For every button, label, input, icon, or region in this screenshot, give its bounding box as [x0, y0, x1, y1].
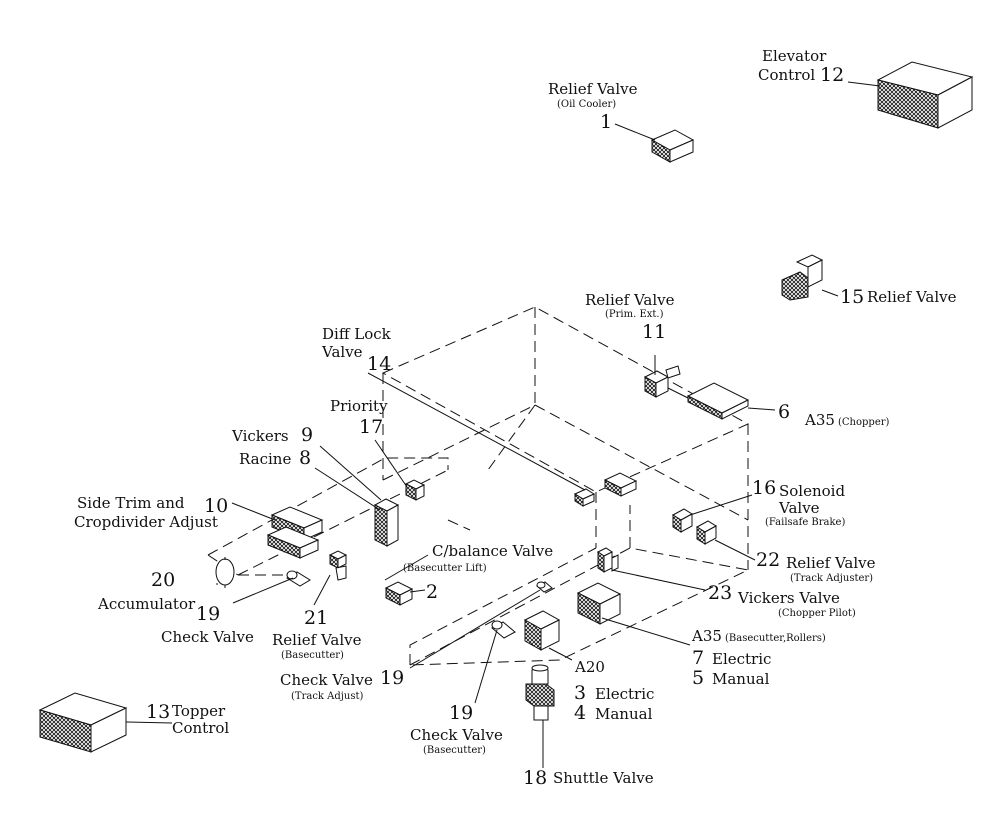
- label-check-valve-basecutter: Check Valve: [410, 726, 503, 744]
- part-1-block: [650, 129, 695, 163]
- label-vickers: Vickers: [231, 427, 289, 445]
- number-17: 17: [359, 416, 383, 438]
- label-electric-7: Electric: [712, 650, 771, 668]
- label-elevator: Elevator: [762, 47, 827, 65]
- part-10-block: [266, 506, 324, 559]
- number-2: 2: [426, 581, 438, 603]
- part-7-5-block: [576, 582, 622, 625]
- part-19a-shape: [286, 570, 311, 587]
- label-a35-basecutter: A35: [691, 627, 722, 645]
- part-17-block: [404, 479, 426, 501]
- sublabel-oil-cooler: (Oil Cooler): [557, 99, 616, 110]
- part-14-block: [603, 472, 638, 497]
- number-11: 11: [642, 321, 666, 343]
- part-18-shape: [525, 664, 555, 721]
- label-control-13: Control: [172, 719, 229, 737]
- frame-outline: [207, 306, 750, 666]
- sublabel-basecutter-21: (Basecutter): [281, 650, 344, 661]
- label-vickers-valve: Vickers Valve: [737, 589, 840, 607]
- number-15: 15: [840, 286, 864, 308]
- label-valve-14: Valve: [321, 343, 363, 361]
- leader-lines: [125, 81, 881, 768]
- part-3-4-block: [523, 610, 561, 651]
- label-side-trim: Side Trim and: [77, 494, 185, 512]
- label-control-12: Control: [758, 66, 815, 84]
- label-check-valve-track: Check Valve: [280, 671, 373, 689]
- number-5: 5: [692, 667, 704, 689]
- part-16-block: [672, 508, 693, 533]
- label-check-valve-left: Check Valve: [161, 628, 254, 646]
- part-22-block: [696, 520, 717, 545]
- part-14b-block: [573, 488, 596, 507]
- sublabel-track-adjuster: (Track Adjuster): [790, 573, 873, 584]
- sublabel-failsafe: (Failsafe Brake): [765, 517, 845, 528]
- label-relief-valve-prim: Relief Valve: [585, 291, 675, 309]
- label-electric-3: Electric: [595, 685, 654, 703]
- number-19-track: 19: [380, 667, 404, 689]
- number-16: 16: [752, 477, 776, 499]
- sublabel-basecutter-rollers: (Basecutter,Rollers): [725, 633, 826, 644]
- number-1: 1: [600, 111, 612, 133]
- label-valve-16: Valve: [778, 499, 820, 517]
- sublabel-chopper: (Chopper): [838, 417, 890, 428]
- sublabel-chopper-pilot: (Chopper Pilot): [778, 608, 856, 619]
- number-4: 4: [574, 702, 586, 724]
- part-19c-shape: [536, 581, 553, 593]
- label-relief-valve-15: Relief Valve: [867, 288, 957, 306]
- number-10: 10: [204, 495, 228, 517]
- label-cbalance: C/balance Valve: [432, 542, 553, 560]
- label-a20: A20: [574, 658, 605, 676]
- part-21-shape: [328, 550, 348, 581]
- part-19b-shape: [491, 620, 516, 639]
- sublabel-prim-ext: (Prim. Ext.): [605, 309, 664, 320]
- part-12-block: [876, 61, 974, 129]
- number-9: 9: [301, 424, 313, 446]
- number-6: 6: [778, 401, 790, 423]
- sublabel-track-adjust: (Track Adjust): [291, 691, 363, 702]
- label-cropdivider: Cropdivider Adjust: [74, 513, 218, 531]
- number-21: 21: [304, 607, 328, 629]
- label-manual-4: Manual: [595, 705, 653, 723]
- label-racine: Racine: [239, 450, 291, 468]
- label-manual-5: Manual: [712, 670, 770, 688]
- number-8: 8: [299, 447, 311, 469]
- label-priority: Priority: [330, 397, 388, 415]
- label-solenoid: Solenoid: [779, 482, 845, 500]
- number-19-left: 19: [196, 603, 220, 625]
- number-20: 20: [151, 569, 175, 591]
- number-13: 13: [146, 701, 170, 723]
- label-relief-valve-21: Relief Valve: [272, 631, 362, 649]
- number-19-basecutter: 19: [449, 702, 473, 724]
- label-relief-valve-oil-cooler: Relief Valve: [548, 80, 638, 98]
- number-3: 3: [574, 682, 586, 704]
- part-6-block: [686, 382, 750, 420]
- label-accumulator: Accumulator: [97, 595, 196, 613]
- number-23: 23: [708, 582, 732, 604]
- label-relief-valve-22: Relief Valve: [786, 554, 876, 572]
- part-13-block: [38, 692, 128, 753]
- sublabel-basecutter-19: (Basecutter): [423, 745, 486, 756]
- part-11-block: [643, 365, 681, 398]
- number-14: 14: [367, 353, 391, 375]
- part-15-block: [781, 254, 824, 301]
- part-20-shape: [215, 557, 235, 588]
- label-shuttle-valve: Shuttle Valve: [553, 769, 654, 787]
- number-22: 22: [756, 549, 780, 571]
- number-12: 12: [820, 64, 844, 86]
- part-23-block: [597, 547, 619, 573]
- number-18: 18: [523, 767, 547, 789]
- label-a35-chopper: A35: [804, 411, 835, 429]
- part-8-9-block: [373, 498, 400, 547]
- sublabel-basecutter-lift: (Basecutter Lift): [403, 563, 487, 574]
- part-2-block: [384, 581, 414, 606]
- number-7: 7: [692, 647, 704, 669]
- label-topper: Topper: [172, 702, 226, 720]
- label-diff-lock: Diff Lock: [322, 325, 392, 343]
